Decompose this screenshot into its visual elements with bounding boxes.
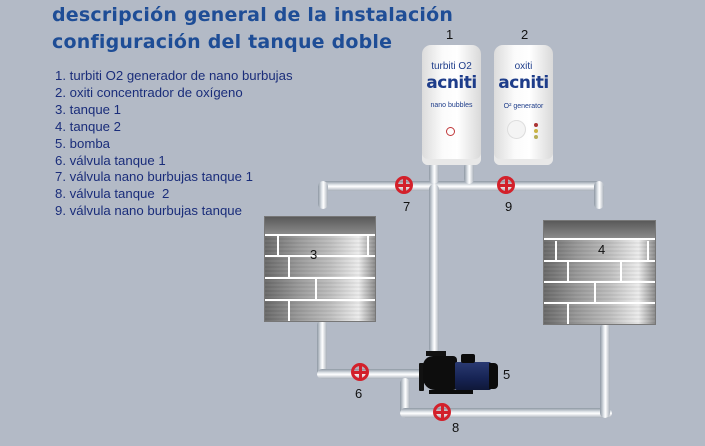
turbiti-brand-logo: acniti — [426, 73, 477, 93]
legend-item: 3. tanque 1 — [55, 101, 121, 117]
tank-1-lid — [265, 217, 375, 236]
pump — [419, 350, 509, 394]
valve-7-nanobubbles-tank-1[interactable] — [395, 176, 413, 194]
pipe-oxiti-connector — [464, 162, 474, 184]
number-label-7: 7 — [403, 199, 411, 214]
legend-item: 8. válvula tanque 2 — [55, 186, 170, 202]
pipe-tank1-outlet — [317, 320, 327, 377]
pump-inlet-flange — [419, 363, 424, 391]
number-label-2: 2 — [521, 27, 529, 42]
turbiti-model-label: turbiti O2 — [431, 61, 472, 72]
number-label-3: 3 — [310, 247, 318, 262]
status-led-red — [534, 123, 538, 127]
power-button-icon — [446, 127, 455, 136]
turbiti-caption: nano bubbles — [430, 102, 473, 109]
control-dial-icon — [508, 121, 525, 138]
number-label-8: 8 — [452, 420, 460, 435]
pipe-top-right-drop — [594, 181, 604, 209]
turbiti-nanobubble-generator: turbiti O2 acniti nano bubbles — [422, 45, 481, 165]
number-label-1: 1 — [446, 27, 454, 42]
legend-item: 7. válvula nano burbujas tanque 1 — [55, 169, 253, 185]
legend-item: 1. turbiti O2 generador de nano burbujas — [55, 68, 293, 83]
pipe-vertical-to-pump — [429, 184, 439, 354]
legend-item: 9. válvula nano burbujas tanque — [55, 203, 242, 219]
number-label-9: 9 — [505, 199, 513, 214]
tank-2: 4 — [543, 220, 656, 325]
pump-motor-cap — [489, 363, 498, 389]
pipe-top-left-drop — [318, 181, 328, 209]
pump-top-flange — [426, 351, 446, 356]
tank-2-lid — [544, 221, 655, 240]
oxiti-oxygen-concentrator: oxiti acniti O² generator — [494, 45, 553, 165]
pipe-turbiti-connector — [429, 162, 439, 184]
pipe-tank1-to-pump — [317, 369, 423, 379]
legend-item: 4. tanque 2 — [55, 118, 121, 134]
pipe-tank2-outlet — [600, 323, 610, 418]
valve-8-tank-2[interactable] — [433, 403, 451, 421]
pipe-top-horizontal — [318, 181, 604, 191]
status-led-yellow — [534, 129, 538, 133]
valve-6-tank-1[interactable] — [351, 363, 369, 381]
title-line-2: configuración del tanque doble — [52, 31, 393, 53]
oxiti-model-label: oxiti — [514, 61, 533, 72]
pump-housing — [423, 356, 457, 390]
pipe-branch-down — [400, 378, 410, 418]
title-line-1: descripción general de la instalación — [52, 4, 454, 26]
legend-item: 6. válvula tanque 1 — [55, 152, 166, 168]
valve-9-nanobubbles-tank[interactable] — [497, 176, 515, 194]
oxiti-caption: O² generator — [503, 103, 544, 110]
diagram-title: descripción general de la instalación co… — [52, 2, 453, 56]
pump-motor — [455, 362, 491, 390]
number-label-5: 5 — [503, 367, 511, 382]
tank-1: 3 — [264, 216, 376, 322]
oxiti-brand-logo: acniti — [498, 73, 549, 93]
number-label-4: 4 — [598, 242, 606, 257]
pump-terminal-box — [461, 354, 475, 363]
pipe-bottom-horizontal — [400, 408, 612, 418]
number-label-6: 6 — [355, 386, 363, 401]
status-led-green — [534, 135, 538, 139]
legend-list: 1. turbiti O2 generador de nano burbujas… — [55, 68, 293, 220]
legend-item: 5. bomba — [55, 135, 110, 151]
pump-base — [429, 390, 473, 394]
legend-item: 2. oxiti concentrador de oxígeno — [55, 84, 243, 100]
